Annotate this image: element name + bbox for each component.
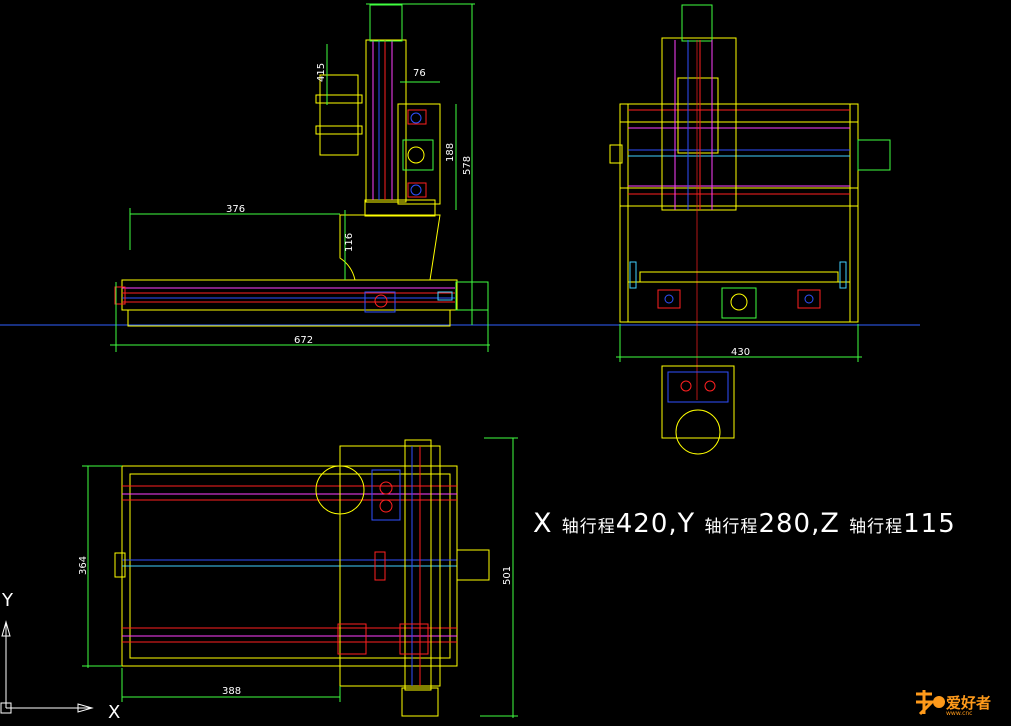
dim-388: 388	[222, 686, 241, 697]
x-travel-value: 420	[615, 509, 669, 539]
front-view: 430	[609, 4, 891, 455]
dim-188: 188	[445, 143, 456, 162]
watermark-logo	[916, 690, 945, 716]
dim-364: 364	[78, 556, 89, 575]
separator-1: ,	[668, 509, 678, 539]
axis-x-label: X	[108, 702, 120, 723]
travel-caption: X 轴行程420,Y 轴行程280,Z 轴行程115	[533, 508, 956, 539]
y-axis-letter: Y	[677, 508, 696, 539]
dim-501: 501	[502, 566, 513, 585]
dim-578: 578	[462, 156, 473, 175]
axis-y-label: Y	[1, 590, 14, 611]
dim-76: 76	[413, 68, 426, 79]
watermark-url: www.cnc	[946, 710, 973, 717]
z-travel-label: 轴行程	[849, 517, 904, 537]
side-view: 672 376 76 415 188 578 116	[110, 3, 490, 352]
dim-415: 415	[316, 63, 327, 82]
z-axis-letter: Z	[820, 508, 840, 539]
top-view: 364 501 388	[78, 437, 518, 718]
dim-430: 430	[731, 347, 750, 358]
x-travel-label: 轴行程	[561, 517, 616, 537]
y-travel-label: 轴行程	[704, 517, 759, 537]
ucs-axis-icon	[0, 620, 94, 714]
dim-672: 672	[294, 335, 313, 346]
dim-376: 376	[226, 204, 245, 215]
x-axis-letter: X	[533, 508, 553, 539]
watermark-name: 爱好者	[946, 694, 992, 712]
z-travel-value: 115	[903, 509, 956, 539]
dim-116: 116	[344, 233, 355, 252]
separator-2: ,	[811, 509, 821, 539]
y-travel-value: 280	[758, 509, 812, 539]
